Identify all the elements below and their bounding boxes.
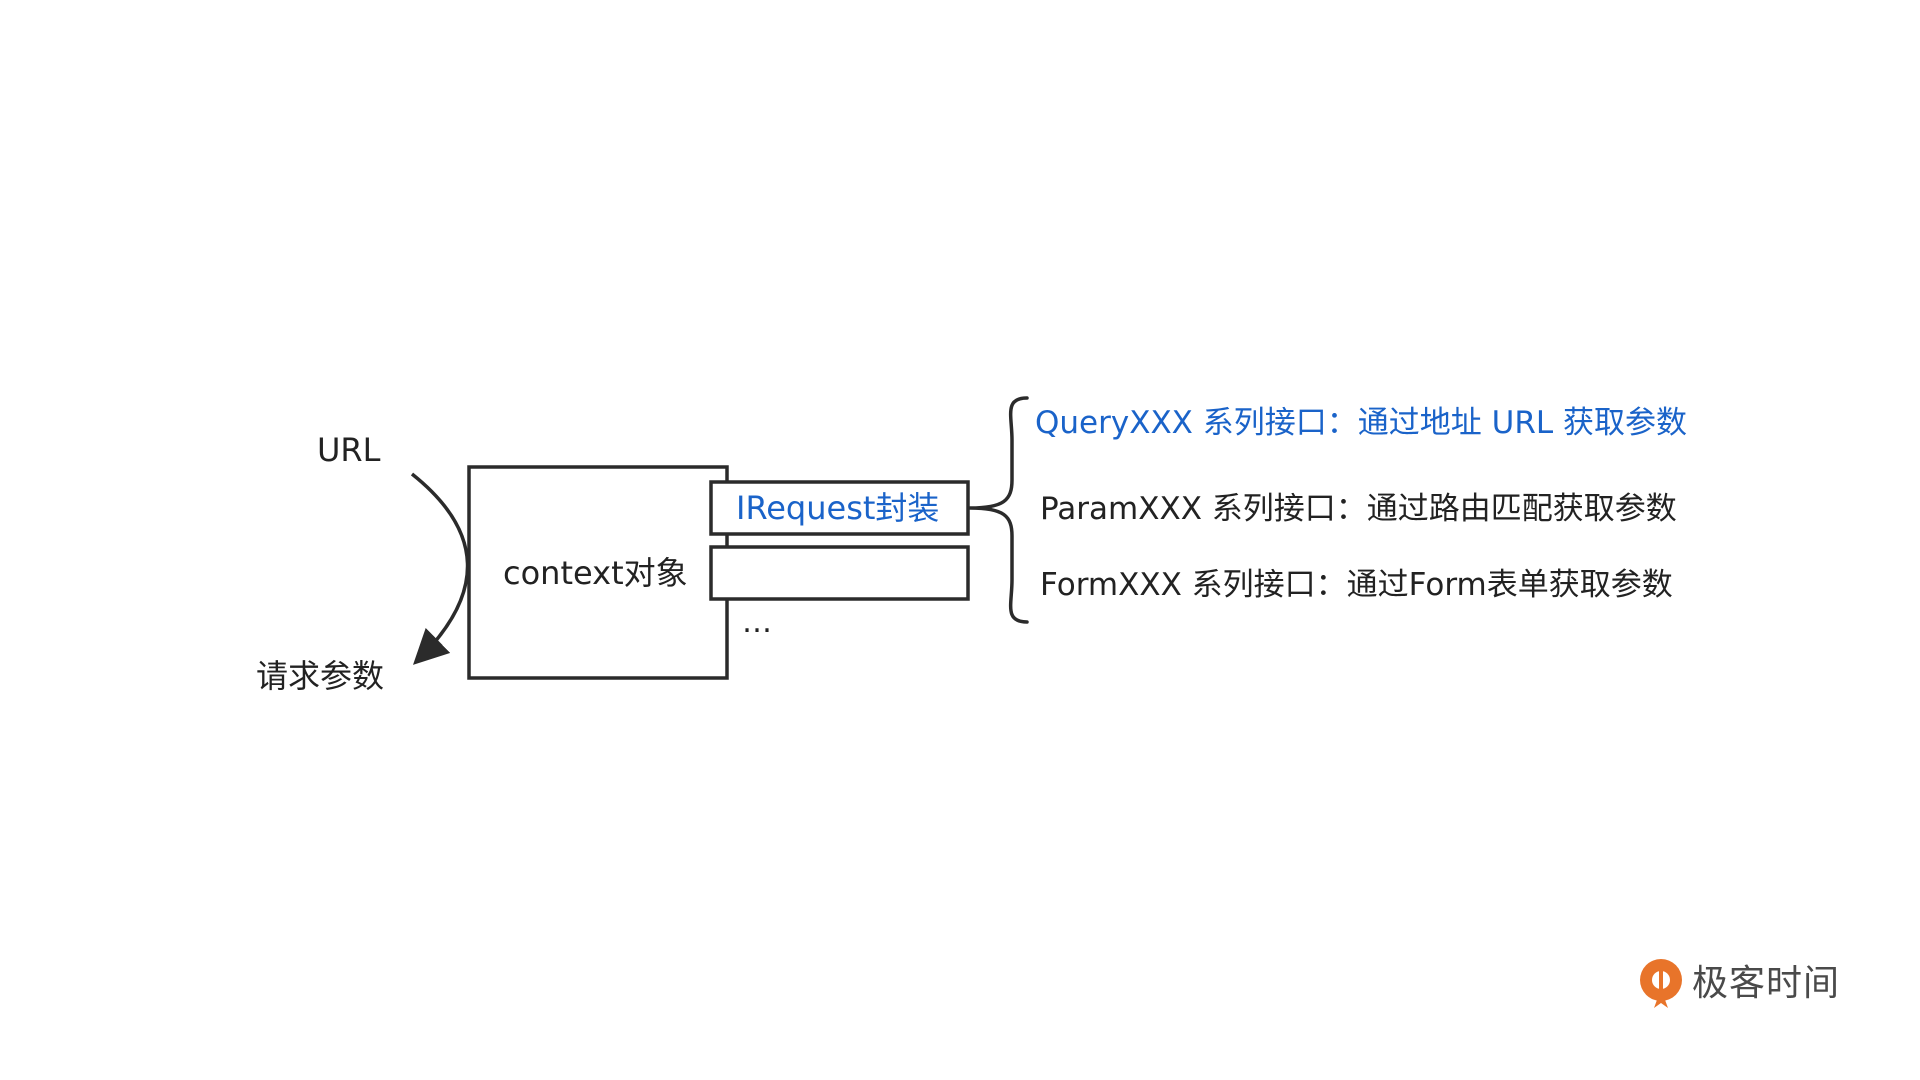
request-params-label: 请求参数 xyxy=(256,657,385,695)
url-to-params-arrow xyxy=(410,472,470,665)
brand-watermark: 极客时间 xyxy=(1636,956,1840,1012)
irequest-label: IRequest封装 xyxy=(736,489,940,527)
ellipsis: … xyxy=(742,605,778,640)
brand-name: 极客时间 xyxy=(1692,963,1841,1004)
geektime-logo-icon xyxy=(1640,959,1682,1008)
context-object-box xyxy=(467,465,729,680)
url-label: URL xyxy=(317,431,381,469)
empty-interface-box xyxy=(709,545,970,601)
interface-query: QueryXXX 系列接口：通过地址 URL 获取参数 xyxy=(1035,405,1687,441)
context-object-label: context对象 xyxy=(503,554,688,592)
interface-brace xyxy=(968,396,1029,624)
irequest-box xyxy=(709,480,970,536)
interface-param: ParamXXX 系列接口：通过路由匹配获取参数 xyxy=(1040,491,1677,527)
interface-form: FormXXX 系列接口：通过Form表单获取参数 xyxy=(1040,567,1673,603)
